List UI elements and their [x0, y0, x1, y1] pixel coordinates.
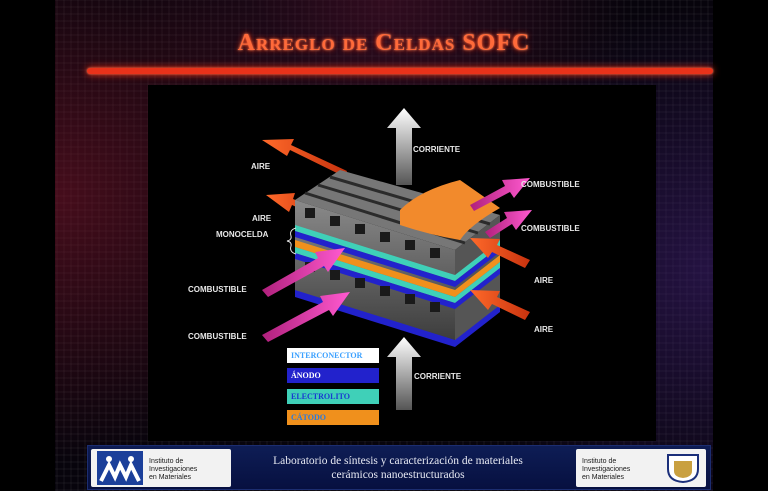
legend-label: ÁNODO — [291, 371, 321, 380]
label-monocelda: MONOCELDA — [216, 230, 269, 239]
legend-anodo: ÁNODO — [287, 368, 379, 383]
label-combustible-left-1: COMBUSTIBLE — [188, 285, 247, 294]
legend-electrolito: ELECTROLITO — [287, 389, 379, 404]
monocelda-bracket — [286, 227, 297, 255]
label-aire-2: AIRE — [252, 214, 272, 223]
lab-name-line1: Laboratorio de síntesis y caracterizació… — [273, 455, 523, 467]
footer-banner: Instituto de Investigaciones en Material… — [87, 445, 711, 490]
fuel-arrow-right-1 — [470, 178, 530, 211]
fuel-arrow-left-2 — [262, 292, 350, 342]
legend-catodo: CÁTODO — [287, 410, 379, 425]
iim-logo-left: Instituto de Investigaciones en Material… — [91, 449, 231, 487]
air-arrow-1 — [262, 139, 347, 177]
legend-label: ELECTROLITO — [291, 392, 350, 401]
legend-label: CÁTODO — [291, 413, 326, 422]
inst-left-line3: en Materiales — [149, 474, 192, 481]
label-aire-1: AIRE — [251, 162, 271, 171]
air-arrow-right-2 — [470, 290, 530, 320]
legend-label: INTERCONECTOR — [291, 351, 363, 360]
lab-name: Laboratorio de síntesis y caracterizació… — [238, 454, 558, 482]
legend-interconector: INTERCONECTOR — [287, 348, 379, 363]
left-letterbox — [0, 0, 55, 491]
air-arrow-right-1 — [470, 238, 530, 268]
lab-name-line2: cerámicos nanoestructurados — [331, 469, 465, 481]
inst-right-line1: Instituto de — [582, 458, 617, 465]
current-arrow-bottom — [387, 337, 421, 410]
label-combustible-right-1: COMBUSTIBLE — [521, 180, 580, 189]
iim-logo-right: Instituto de Investigaciones en Material… — [576, 449, 706, 487]
title-underline — [87, 68, 713, 74]
slide-title: Arreglo de Celdas SOFC — [237, 30, 531, 56]
current-arrow-top — [387, 108, 421, 185]
right-letterbox — [713, 0, 768, 491]
fuel-arrow-right-2 — [485, 210, 532, 238]
fuel-arrow-left-1 — [262, 248, 345, 297]
label-corriente-top: CORRIENTE — [413, 145, 461, 154]
inst-right-line2: Investigaciones — [582, 466, 631, 473]
inst-left-line1: Instituto de — [149, 458, 184, 465]
label-combustible-right-2: COMBUSTIBLE — [521, 224, 580, 233]
label-aire-right-2: AIRE — [534, 325, 554, 334]
label-corriente-bottom: CORRIENTE — [414, 372, 462, 381]
unam-shield-icon — [667, 454, 699, 483]
inst-right-line3: en Materiales — [582, 474, 625, 481]
iim-mark-icon — [97, 451, 143, 485]
label-aire-right-1: AIRE — [534, 276, 554, 285]
inst-left-line2: Investigaciones — [149, 466, 198, 473]
label-combustible-left-2: COMBUSTIBLE — [188, 332, 247, 341]
